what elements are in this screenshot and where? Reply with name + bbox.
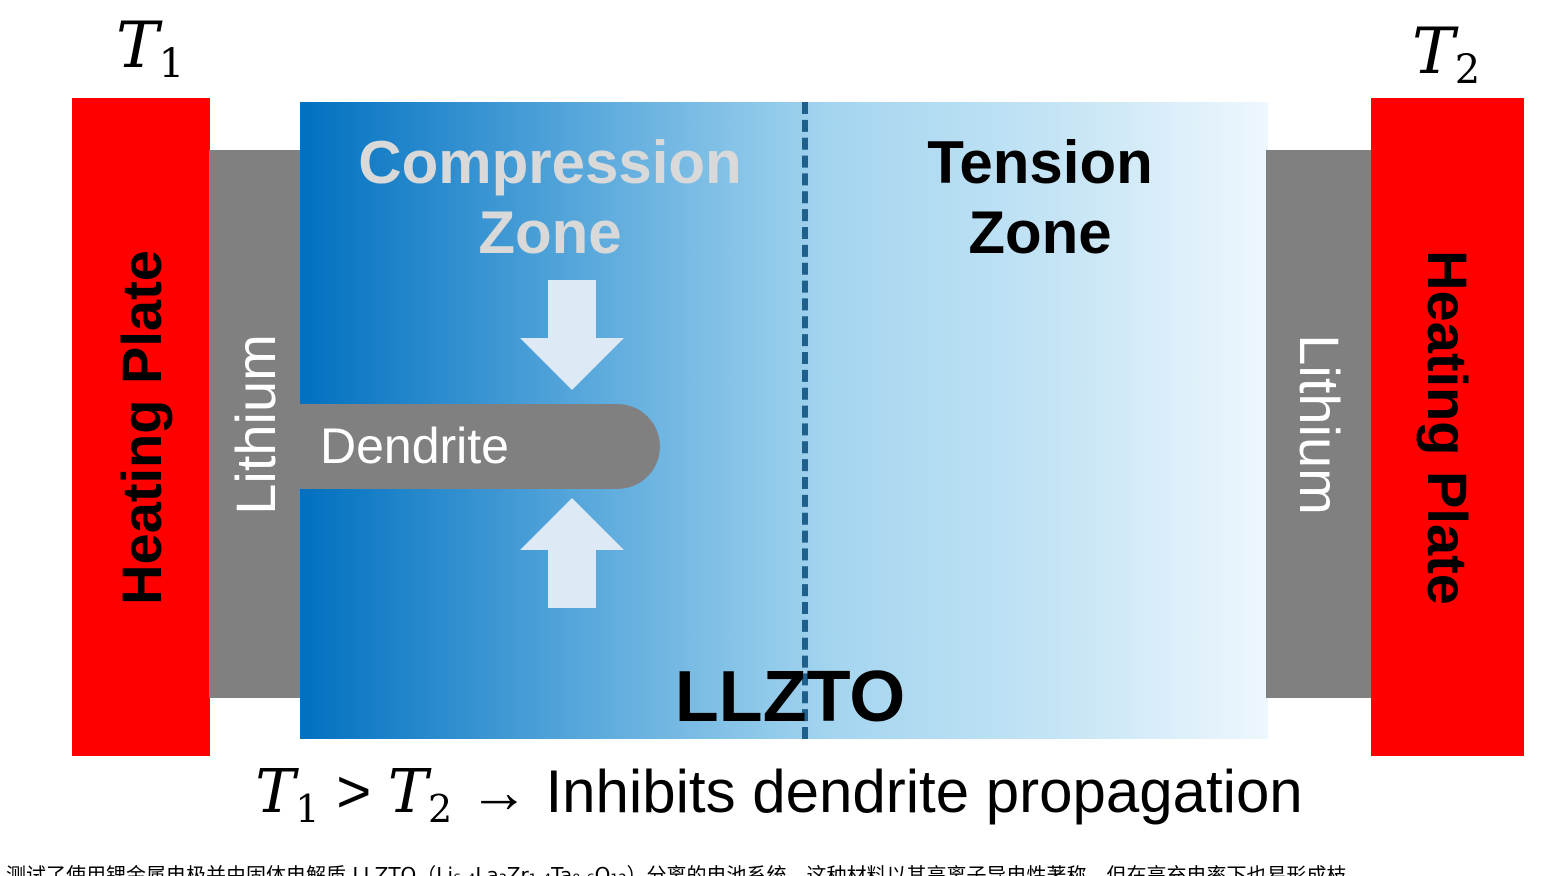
lithium-right-label: Lithium bbox=[1287, 333, 1351, 515]
temperature-t2-label: T2 bbox=[1412, 15, 1481, 93]
compression-zone-label: Compression Zone bbox=[358, 129, 742, 266]
conclusion-lhs: T1 bbox=[255, 757, 320, 831]
lithium-electrode-right: Lithium bbox=[1266, 150, 1372, 698]
lithium-left-label: Lithium bbox=[224, 333, 287, 515]
conclusion-statement: T1 > T2 → Inhibits dendrite propagation bbox=[0, 752, 1558, 849]
conclusion-rhs: T2 bbox=[387, 757, 453, 831]
tension-zone-label: Tension Zone bbox=[927, 129, 1153, 266]
heating-plate-right-label: Heating Plate bbox=[1416, 249, 1480, 605]
heating-plate-left-label: Heating Plate bbox=[109, 249, 173, 605]
llzto-label: LLZTO bbox=[674, 657, 906, 737]
compression-arrow-up-icon bbox=[520, 498, 624, 608]
conclusion-text: Inhibits dendrite propagation bbox=[545, 758, 1303, 825]
dendrite: Dendrite bbox=[300, 404, 660, 489]
conclusion-operator: > bbox=[336, 758, 372, 825]
temperature-t1-label: T1 bbox=[116, 9, 185, 87]
dendrite-label: Dendrite bbox=[320, 418, 509, 474]
compression-arrow-down-icon bbox=[520, 280, 624, 390]
lithium-electrode-left: Lithium bbox=[209, 150, 302, 698]
caption-text: 测试了使用锂金属电极并由固体电解质 LLZTO（Li₆.₄La₃Zr₁.₄Ta₀… bbox=[6, 864, 1347, 876]
heating-plate-right: Heating Plate bbox=[1371, 98, 1524, 756]
heating-plate-left: Heating Plate bbox=[72, 98, 210, 756]
conclusion-arrow-icon: → bbox=[468, 758, 529, 825]
zone-divider-dashed-line bbox=[802, 102, 808, 739]
